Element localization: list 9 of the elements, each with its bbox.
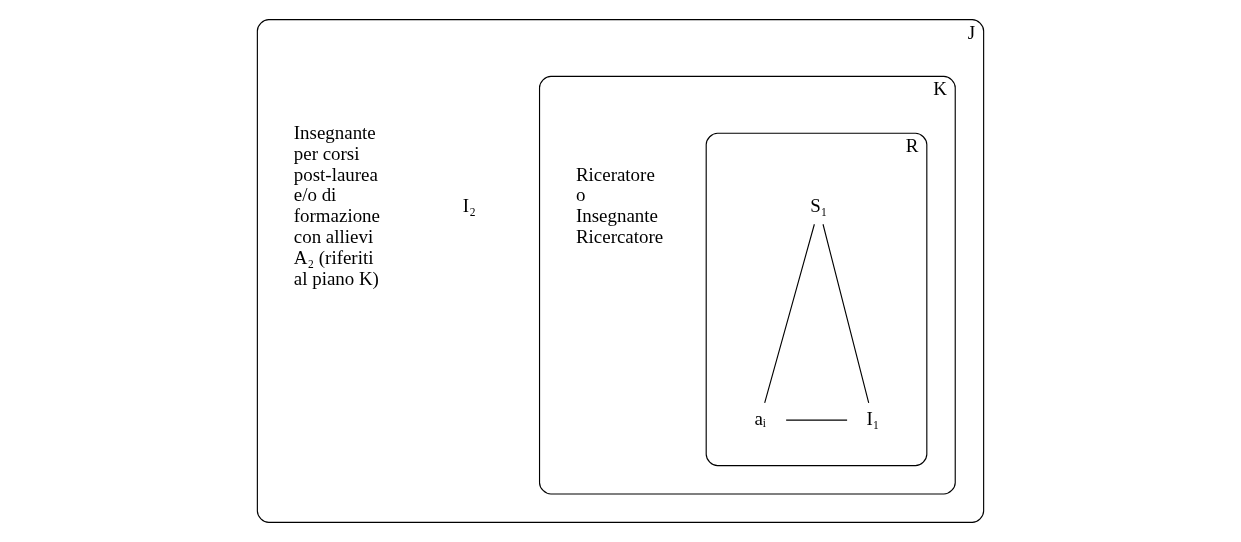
connector	[785, 419, 848, 421]
label: Riceratore o Insegnante Ricercatore	[576, 163, 664, 248]
connector	[764, 223, 815, 404]
node-text: S₁	[810, 194, 828, 216]
node-text: aᵢ	[754, 407, 766, 429]
node-text: I₁	[866, 407, 880, 429]
connector	[822, 223, 870, 404]
label: Insegnante per corsi post-laurea e/o di formazione con allievi A₂ (riferiti al piano K)	[293, 121, 380, 289]
label: I₂	[462, 194, 476, 216]
